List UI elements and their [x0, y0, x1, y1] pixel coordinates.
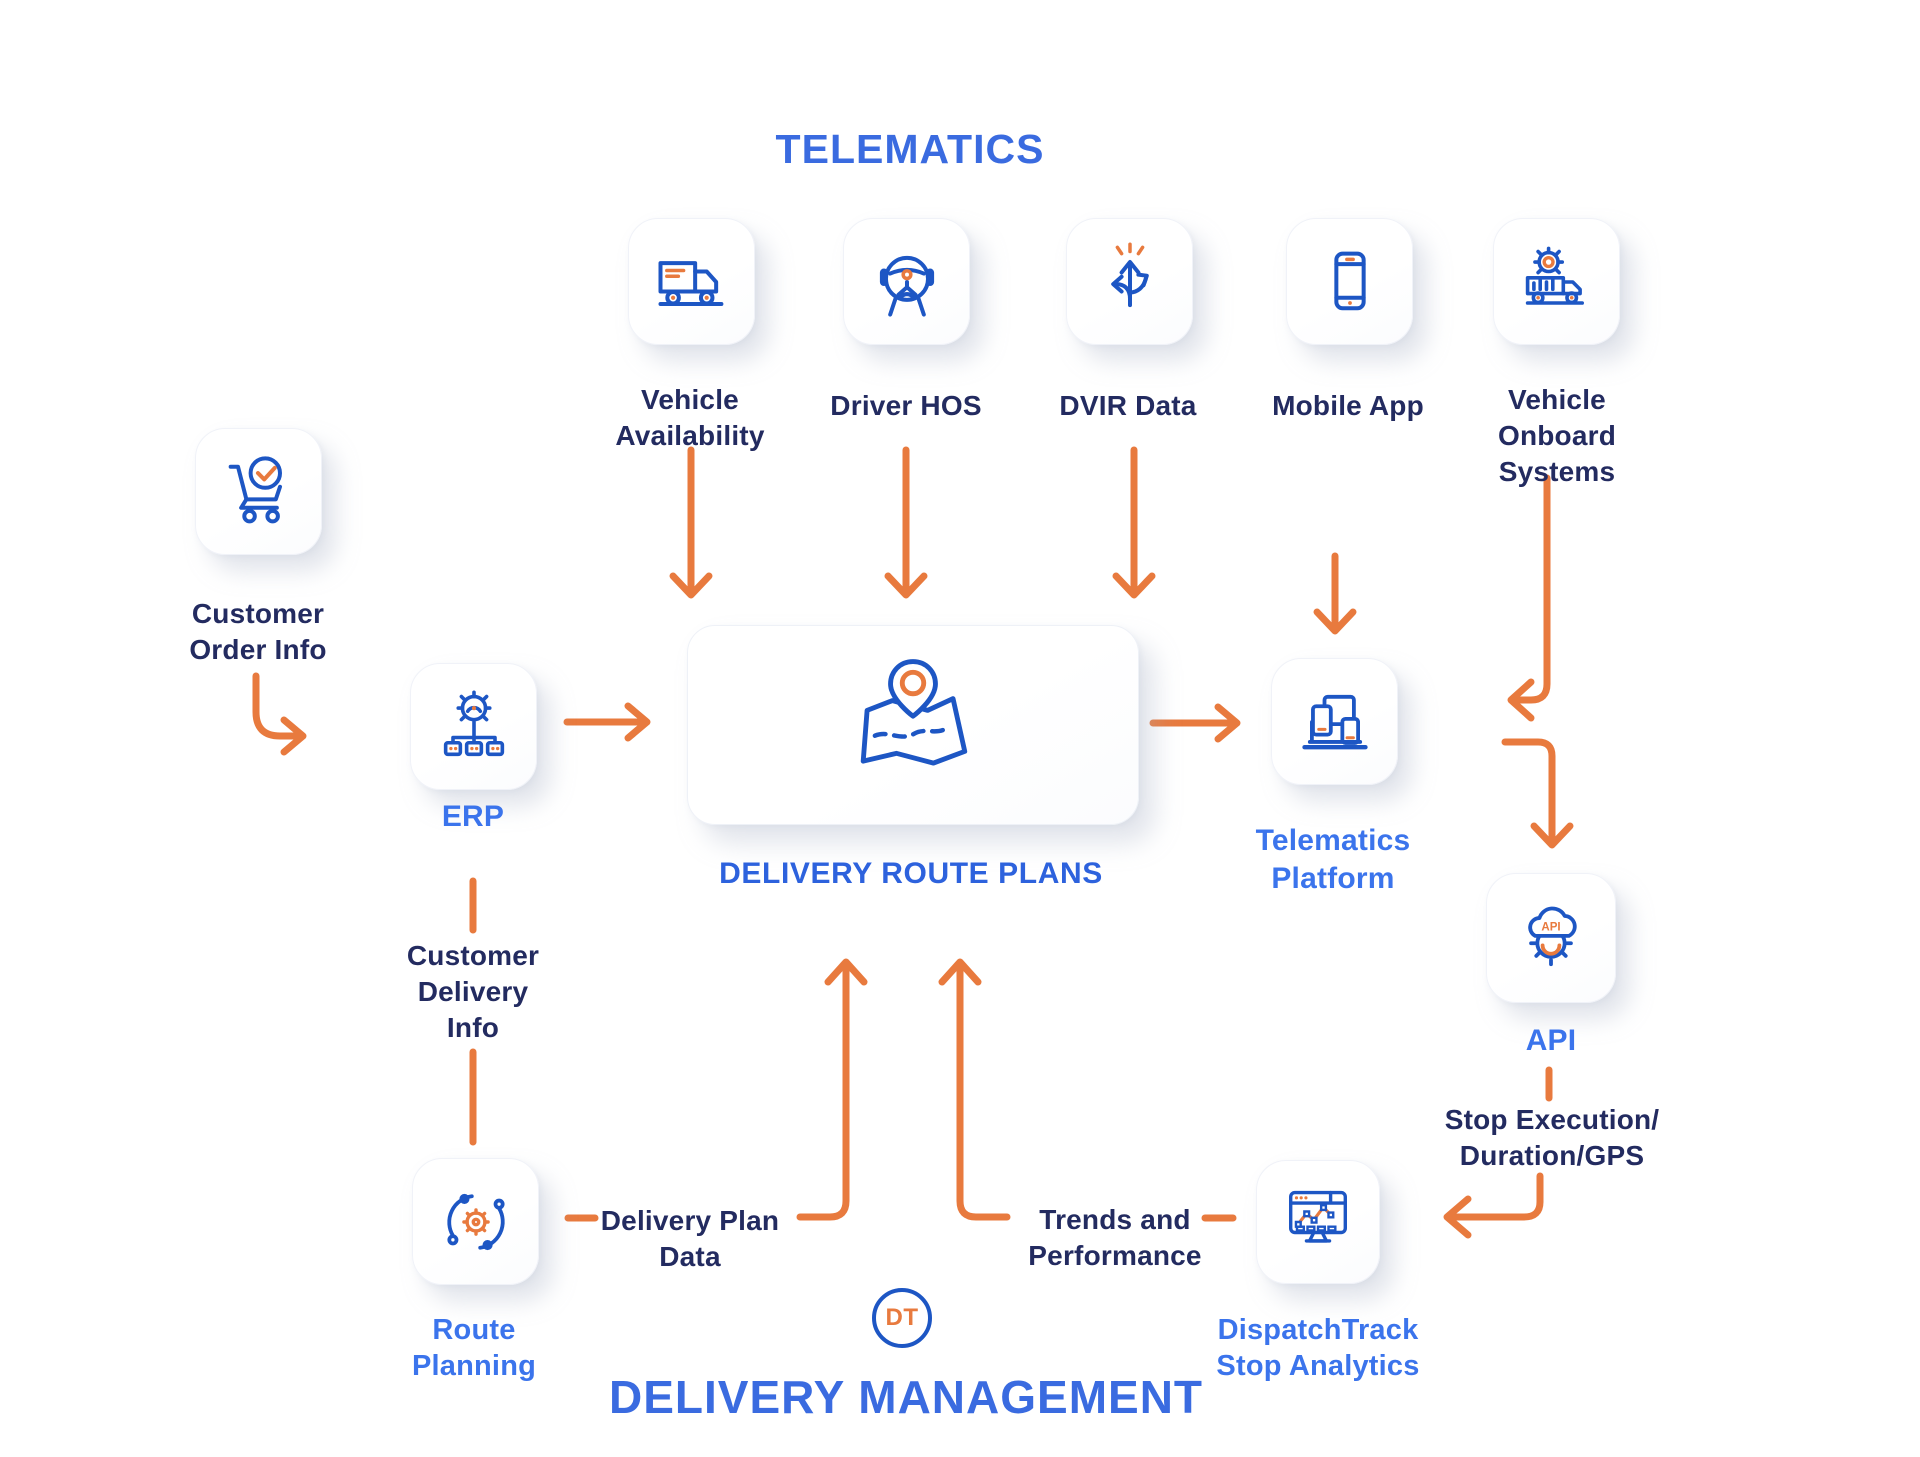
edge-onboard-down: [1512, 474, 1551, 704]
label-api: API: [1525, 1024, 1577, 1057]
orbit-gear-icon: [434, 1180, 518, 1264]
label-vehicle-onboard-systems: Vehicle Onboard Systems: [1497, 384, 1617, 487]
truck-icon: [650, 240, 734, 324]
label-telematics-platform: Telematics Platform: [1255, 824, 1411, 895]
label-customer-order: Customer Order Info: [189, 598, 327, 665]
edge-plan-data-up: [796, 962, 850, 1221]
node-api: API: [1486, 873, 1616, 1003]
telematics-section-title: TELEMATICS: [775, 126, 1045, 172]
node-dispatchtrack-stop-analytics: [1256, 1160, 1380, 1284]
map-pin-icon: [860, 659, 968, 766]
laptop-devices-icon: [1293, 680, 1377, 764]
label-stop-execution: Stop Execution/ Duration/GPS: [1444, 1104, 1660, 1171]
dispatchtrack-logo: DT: [872, 1288, 932, 1348]
label-route-planning: Route Planning: [411, 1314, 537, 1383]
node-vehicle-availability: [628, 218, 755, 345]
api-icon-text: API: [1541, 922, 1560, 934]
label-mobile-app: Mobile App: [1272, 390, 1424, 421]
edge-api-to-dispatch: [1448, 1172, 1544, 1221]
erp-gear-icon: [432, 685, 516, 769]
node-customer-order: [195, 428, 322, 555]
branching-arrows-icon: [1088, 240, 1172, 324]
dispatchtrack-logo-text: DT: [885, 1304, 919, 1331]
steering-wheel-icon: [865, 240, 949, 324]
edge-trends-up: [956, 962, 1011, 1221]
node-erp: [410, 663, 537, 790]
analytics-monitor-icon: [1276, 1180, 1360, 1264]
label-erp: ERP: [441, 800, 505, 833]
cart-check-icon: [217, 450, 301, 534]
delivery-management-section-title: DELIVERY MANAGEMENT: [608, 1371, 1204, 1423]
api-cloud-gear-icon: API: [1509, 896, 1593, 980]
label-dispatchtrack: DispatchTrack Stop Analytics: [1216, 1314, 1420, 1383]
node-route-planning: [412, 1158, 539, 1285]
label-trends-and-performance: Trends and Performance: [1028, 1204, 1202, 1271]
smartphone-icon: [1308, 240, 1392, 324]
label-vehicle-availability: Vehicle Availability: [615, 384, 765, 451]
label-delivery-plan-data: Delivery Plan Data: [600, 1205, 780, 1272]
label-delivery-route-plans: DELIVERY ROUTE PLANS: [719, 857, 1103, 890]
label-driver-hos: Driver HOS: [830, 390, 982, 421]
node-vehicle-onboard-systems: [1493, 218, 1620, 345]
node-driver-hos: [843, 218, 970, 345]
node-mobile-app: [1286, 218, 1413, 345]
edge-to-api: [1501, 738, 1556, 844]
edge-customer-to-erp: [252, 672, 302, 740]
label-dvir-data: DVIR Data: [1059, 390, 1197, 421]
truck-gear-icon: [1515, 240, 1599, 324]
node-delivery-route-plans: [687, 625, 1139, 825]
node-telematics-platform: [1271, 658, 1398, 785]
label-customer-delivery-info: Customer Delivery Info: [406, 940, 540, 1043]
node-dvir-data: [1066, 218, 1193, 345]
